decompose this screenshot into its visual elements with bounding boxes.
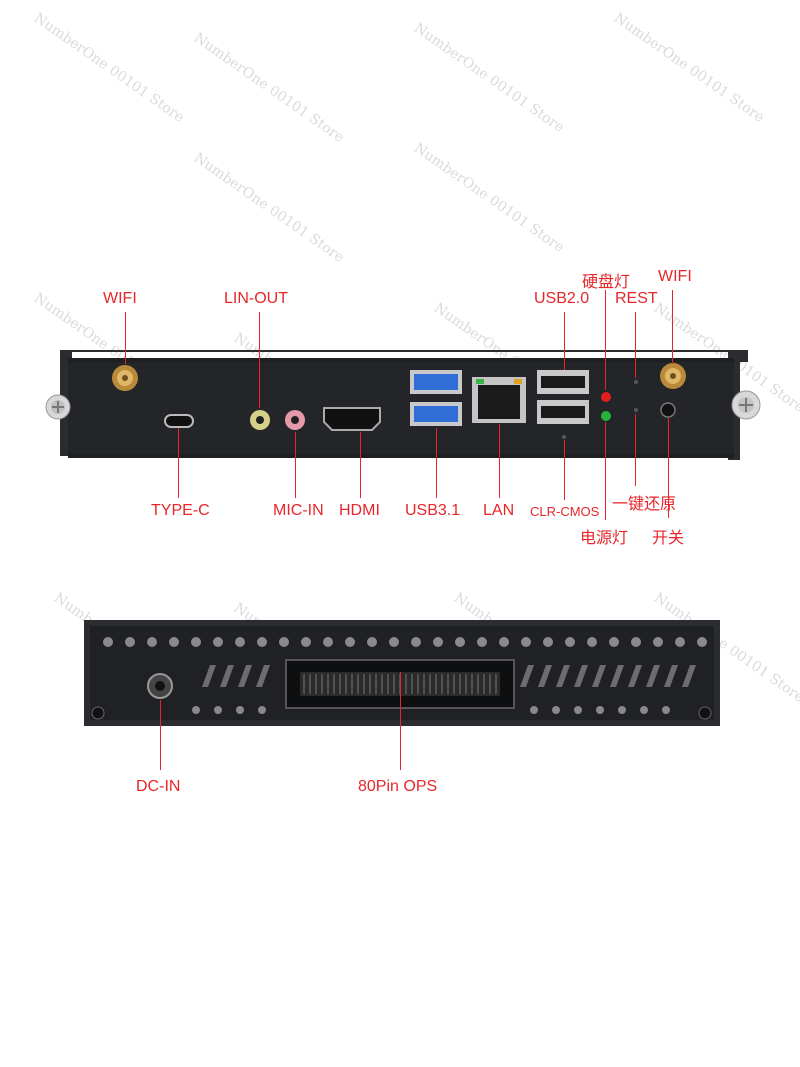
- dc-in-jack: [147, 673, 173, 699]
- label-hdd-led: 硬盘灯: [582, 272, 631, 291]
- label-wifi-right: WIFI: [658, 268, 692, 285]
- label-usb20: USB2.0: [534, 290, 590, 307]
- label-clr-cmos: CLR-CMOS: [530, 504, 600, 519]
- callout-line: [635, 312, 636, 378]
- hdd-led: [601, 392, 611, 402]
- callout-line: [635, 414, 636, 486]
- callout-line: [178, 428, 179, 498]
- line-out-jack: [250, 410, 270, 430]
- callout-line: [436, 428, 437, 498]
- power-button: [660, 402, 676, 418]
- label-lan: LAN: [483, 502, 515, 519]
- callout-line: [605, 422, 606, 520]
- callout-line: [564, 440, 565, 500]
- callout-line: [400, 672, 401, 770]
- rear-io-panel: [45, 350, 761, 460]
- callout-line: [160, 700, 161, 770]
- wifi-antenna-left: [112, 365, 138, 391]
- label-power-led: 电源灯: [580, 528, 629, 547]
- callout-line: [672, 290, 673, 364]
- mic-in-jack: [285, 410, 305, 430]
- label-dc-in: DC-IN: [136, 778, 181, 795]
- wifi-antenna-right: [660, 363, 686, 389]
- label-mic-in: MIC-IN: [273, 502, 324, 519]
- callout-line: [360, 432, 361, 498]
- label-ops: 80Pin OPS: [358, 778, 438, 795]
- callout-line: [499, 424, 500, 498]
- screw-right: [731, 390, 761, 420]
- label-type-c: TYPE-C: [151, 502, 210, 519]
- label-power-switch: 开关: [652, 528, 685, 547]
- label-one-key-restore: 一键还原: [612, 494, 677, 513]
- label-lin-out: LIN-OUT: [224, 290, 288, 307]
- label-wifi-left: WIFI: [103, 290, 137, 307]
- power-led: [601, 411, 611, 421]
- vent-holes: [103, 637, 707, 714]
- usb31-ports: [410, 370, 462, 426]
- callout-line: [125, 312, 126, 364]
- rest-hole: [634, 380, 638, 384]
- ops-panel: [84, 620, 720, 726]
- label-hdmi: HDMI: [339, 502, 380, 519]
- callout-line: [564, 312, 565, 370]
- restore-hole: [634, 408, 638, 412]
- usb20-ports: [537, 370, 589, 424]
- hdmi-port: [323, 407, 381, 431]
- callout-line: [295, 432, 296, 498]
- label-rest: REST: [615, 290, 658, 307]
- label-usb31: USB3.1: [405, 502, 461, 519]
- type-c-port: [164, 414, 194, 428]
- callout-line: [668, 418, 669, 518]
- lan-port: [472, 377, 526, 423]
- callout-line: [259, 312, 260, 408]
- callout-line: [605, 290, 606, 390]
- screw-left: [45, 394, 71, 420]
- clr-cmos-hole: [562, 435, 566, 439]
